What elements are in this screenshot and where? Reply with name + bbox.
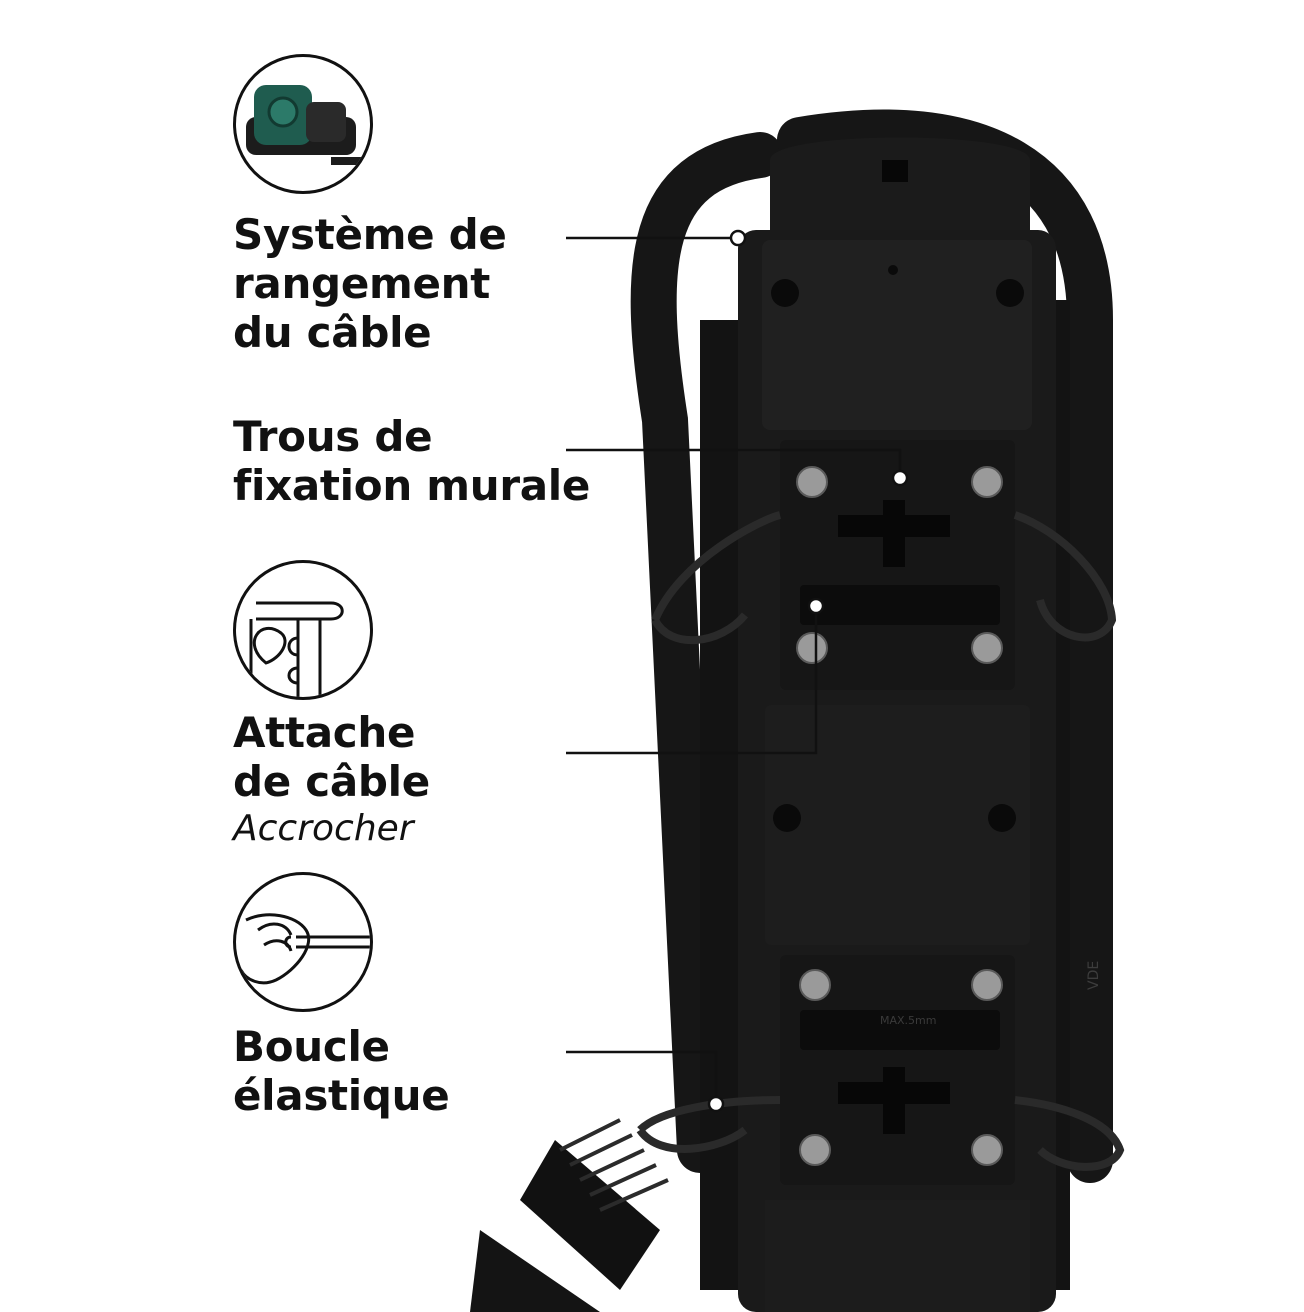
leader-cable-tie <box>566 606 818 755</box>
tie-slot-lower <box>800 1010 1000 1050</box>
leader-lines <box>566 236 902 1104</box>
strip-bottom-segment <box>765 1200 1030 1312</box>
screws-upper <box>796 466 1003 664</box>
label-panel <box>765 705 1030 945</box>
cable-winder-slot <box>882 160 908 182</box>
screws-lower <box>799 969 1003 1166</box>
elastic-loop-lower <box>636 1096 1125 1171</box>
strip-top-cap <box>770 137 1030 240</box>
leader-dots <box>707 229 909 1113</box>
feature-elastic-loop-label: Boucle élastique <box>233 1022 450 1120</box>
feature-wall-mount-label: Trous de fixation murale <box>233 412 591 510</box>
plug-strain-relief <box>520 1140 660 1290</box>
feature-cable-storage-label: Système de rangement du câble <box>233 210 507 357</box>
leader-wall-mount <box>566 448 902 478</box>
middle-hole-left <box>773 804 801 832</box>
elastic-loop-upper <box>651 511 1117 644</box>
leader-elastic-loop <box>566 1050 718 1104</box>
slot-marking: MAX.5mm <box>880 1014 936 1027</box>
head-hole-right <box>996 279 1024 307</box>
cord-marking: VDE <box>1086 961 1102 990</box>
plug-body <box>470 1230 600 1312</box>
elastic-loop-hand-icon <box>233 872 373 1012</box>
cable-winder-icon <box>233 54 373 194</box>
keyhole-lower <box>838 1067 950 1134</box>
power-cable-loop <box>630 132 783 1173</box>
head-hole-left <box>771 279 799 307</box>
strip-head <box>762 240 1032 430</box>
plug-ribs <box>559 1118 669 1212</box>
feature-cable-tie-label: Attache de câble Accrocher <box>233 708 430 849</box>
middle-hole-right <box>988 804 1016 832</box>
cable-tie-hook-icon <box>233 560 373 700</box>
tie-slot-upper <box>800 585 1000 625</box>
head-hole-center <box>888 265 898 275</box>
keyhole-upper <box>838 500 950 567</box>
